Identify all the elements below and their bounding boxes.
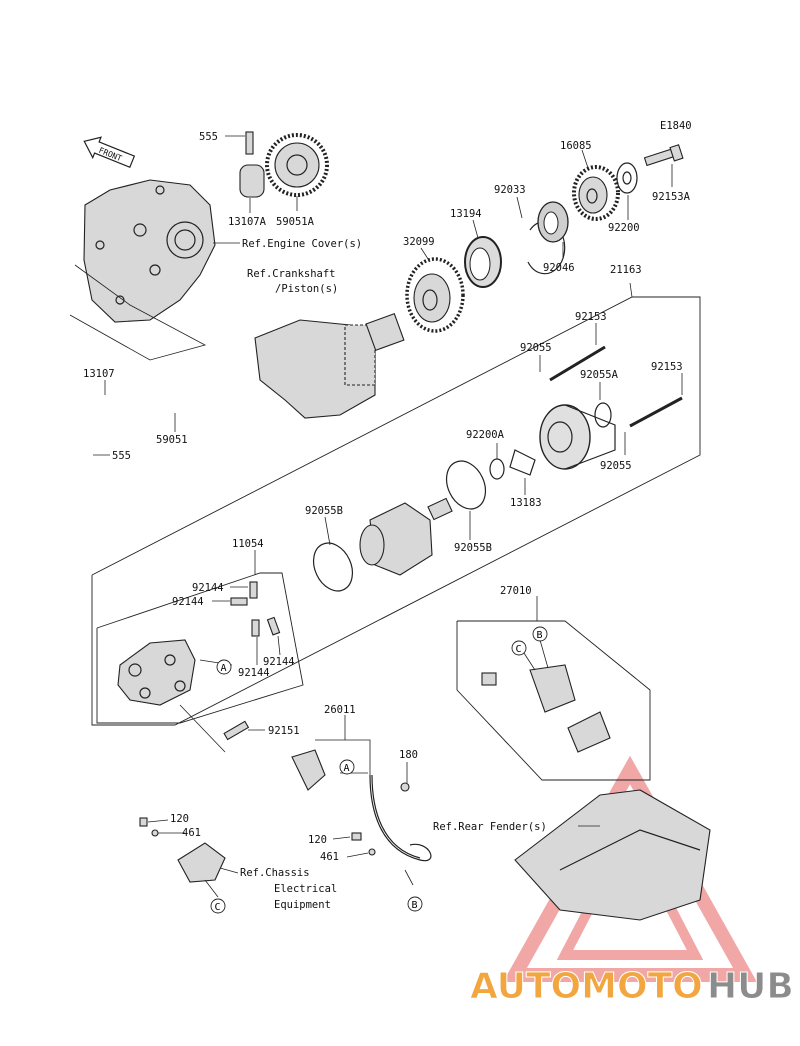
svg-text:A: A bbox=[344, 763, 350, 774]
starter-motor bbox=[359, 497, 453, 576]
label-92153-b: 92153 bbox=[651, 361, 683, 373]
gear-59051A bbox=[265, 133, 329, 197]
label-16085: 16085 bbox=[560, 140, 592, 152]
watermark-part2: HUB bbox=[707, 966, 794, 1007]
oring-92055A bbox=[594, 402, 612, 428]
callout-C1: C bbox=[511, 640, 527, 656]
bolt-92153-upper bbox=[549, 345, 606, 382]
callout-B1: B bbox=[532, 626, 548, 642]
label-92144-2: 92144 bbox=[172, 596, 204, 608]
callout-A2: A bbox=[339, 759, 355, 775]
watermark-logo: AUTOMOTO HUB bbox=[470, 966, 795, 1008]
rear-fender bbox=[514, 789, 711, 921]
label-92153A: 92153A bbox=[652, 191, 691, 203]
label-92046: 92046 bbox=[543, 262, 575, 274]
washer-92200 bbox=[616, 162, 638, 194]
ref-crankshaft-1: Ref.Crankshaft bbox=[247, 268, 336, 280]
label-32099: 32099 bbox=[403, 236, 435, 248]
label-92144-4: 92144 bbox=[238, 667, 270, 679]
ref-chassis-2: Electrical bbox=[274, 883, 337, 895]
label-26011: 26011 bbox=[324, 704, 356, 716]
box-27010 bbox=[456, 620, 651, 781]
label-13183: 13183 bbox=[510, 497, 542, 509]
bearing-92046 bbox=[537, 201, 569, 243]
starter-end-cover bbox=[539, 404, 616, 470]
label-92153-a: 92153 bbox=[575, 311, 607, 323]
ref-chassis-3: Equipment bbox=[274, 899, 331, 911]
watermark-part1: AUTOMOTO bbox=[470, 966, 703, 1007]
label-92055-a: 92055 bbox=[520, 342, 552, 354]
part-labels: 555 13107A 59051A 16085 92033 13194 3209… bbox=[83, 131, 691, 863]
plate-13183 bbox=[509, 449, 536, 476]
leader-lines bbox=[93, 135, 683, 898]
label-59051A: 59051A bbox=[276, 216, 315, 228]
oring-92055B-left bbox=[312, 542, 354, 592]
diagram-code: E1840 bbox=[660, 120, 692, 132]
label-13107A: 13107A bbox=[228, 216, 267, 228]
ring-13194 bbox=[464, 236, 502, 288]
svg-text:C: C bbox=[215, 902, 221, 913]
label-13107: 13107 bbox=[83, 368, 115, 380]
bolt-120-mid bbox=[351, 832, 362, 841]
label-21163: 21163 bbox=[610, 264, 642, 276]
label-180: 180 bbox=[399, 749, 418, 761]
oring-92055B-right bbox=[445, 460, 487, 510]
label-13194: 13194 bbox=[450, 208, 482, 220]
label-92033: 92033 bbox=[494, 184, 526, 196]
label-92144-3: 92144 bbox=[263, 656, 295, 668]
gear-16085 bbox=[572, 165, 620, 221]
reference-labels: Ref.Engine Cover(s) Ref.Crankshaft /Pist… bbox=[240, 238, 547, 911]
label-461-left: 461 bbox=[182, 827, 201, 839]
svg-text:C: C bbox=[516, 644, 522, 655]
pin-555-top bbox=[245, 131, 254, 155]
label-92055B-right: 92055B bbox=[454, 542, 492, 554]
label-92055-b: 92055 bbox=[600, 460, 632, 472]
shaft-13107A bbox=[239, 164, 265, 198]
callout-A1: A bbox=[216, 659, 232, 675]
chassis-connector bbox=[139, 817, 226, 883]
label-92144-1: 92144 bbox=[192, 582, 224, 594]
springs-92144 bbox=[230, 581, 281, 637]
svg-text:B: B bbox=[412, 900, 418, 911]
label-92200: 92200 bbox=[608, 222, 640, 234]
label-92151: 92151 bbox=[268, 725, 300, 737]
svg-text:A: A bbox=[221, 663, 227, 674]
washer-92200A bbox=[489, 458, 505, 480]
label-11054: 11054 bbox=[232, 538, 264, 550]
bolt-180 bbox=[400, 782, 410, 792]
bolt-92151 bbox=[223, 720, 250, 741]
ref-rear-fender: Ref.Rear Fender(s) bbox=[433, 821, 547, 833]
label-120-mid: 120 bbox=[308, 834, 327, 846]
ref-chassis-1: Ref.Chassis bbox=[240, 867, 310, 879]
label-59051: 59051 bbox=[156, 434, 188, 446]
svg-text:B: B bbox=[537, 630, 543, 641]
box-11054 bbox=[96, 572, 304, 724]
label-92055B-left: 92055B bbox=[305, 505, 343, 517]
label-120-left: 120 bbox=[170, 813, 189, 825]
front-arrow-icon: FRONT bbox=[83, 136, 136, 169]
ref-crankshaft-2: /Piston(s) bbox=[275, 283, 338, 295]
label-461-mid: 461 bbox=[320, 851, 339, 863]
label-27010: 27010 bbox=[500, 585, 532, 597]
label-92200A: 92200A bbox=[466, 429, 505, 441]
starter-cable-26011 bbox=[291, 749, 432, 862]
nut-461-left bbox=[151, 829, 159, 837]
label-555-top: 555 bbox=[199, 131, 218, 143]
bolt-92153A bbox=[643, 144, 684, 167]
ref-engine-cover: Ref.Engine Cover(s) bbox=[242, 238, 362, 250]
callout-B2: B bbox=[407, 896, 423, 912]
callout-C2: C bbox=[210, 898, 226, 914]
engine-cover bbox=[69, 179, 216, 361]
crankshaft bbox=[254, 313, 405, 419]
label-555-bottom: 555 bbox=[112, 450, 131, 462]
label-92055A: 92055A bbox=[580, 369, 619, 381]
brush-holder-11054 bbox=[117, 639, 196, 706]
starter-relay-27010 bbox=[481, 664, 611, 753]
nut-461-mid bbox=[368, 848, 376, 856]
clutch-32099 bbox=[405, 257, 465, 333]
bolt-92153-lower bbox=[629, 396, 683, 428]
